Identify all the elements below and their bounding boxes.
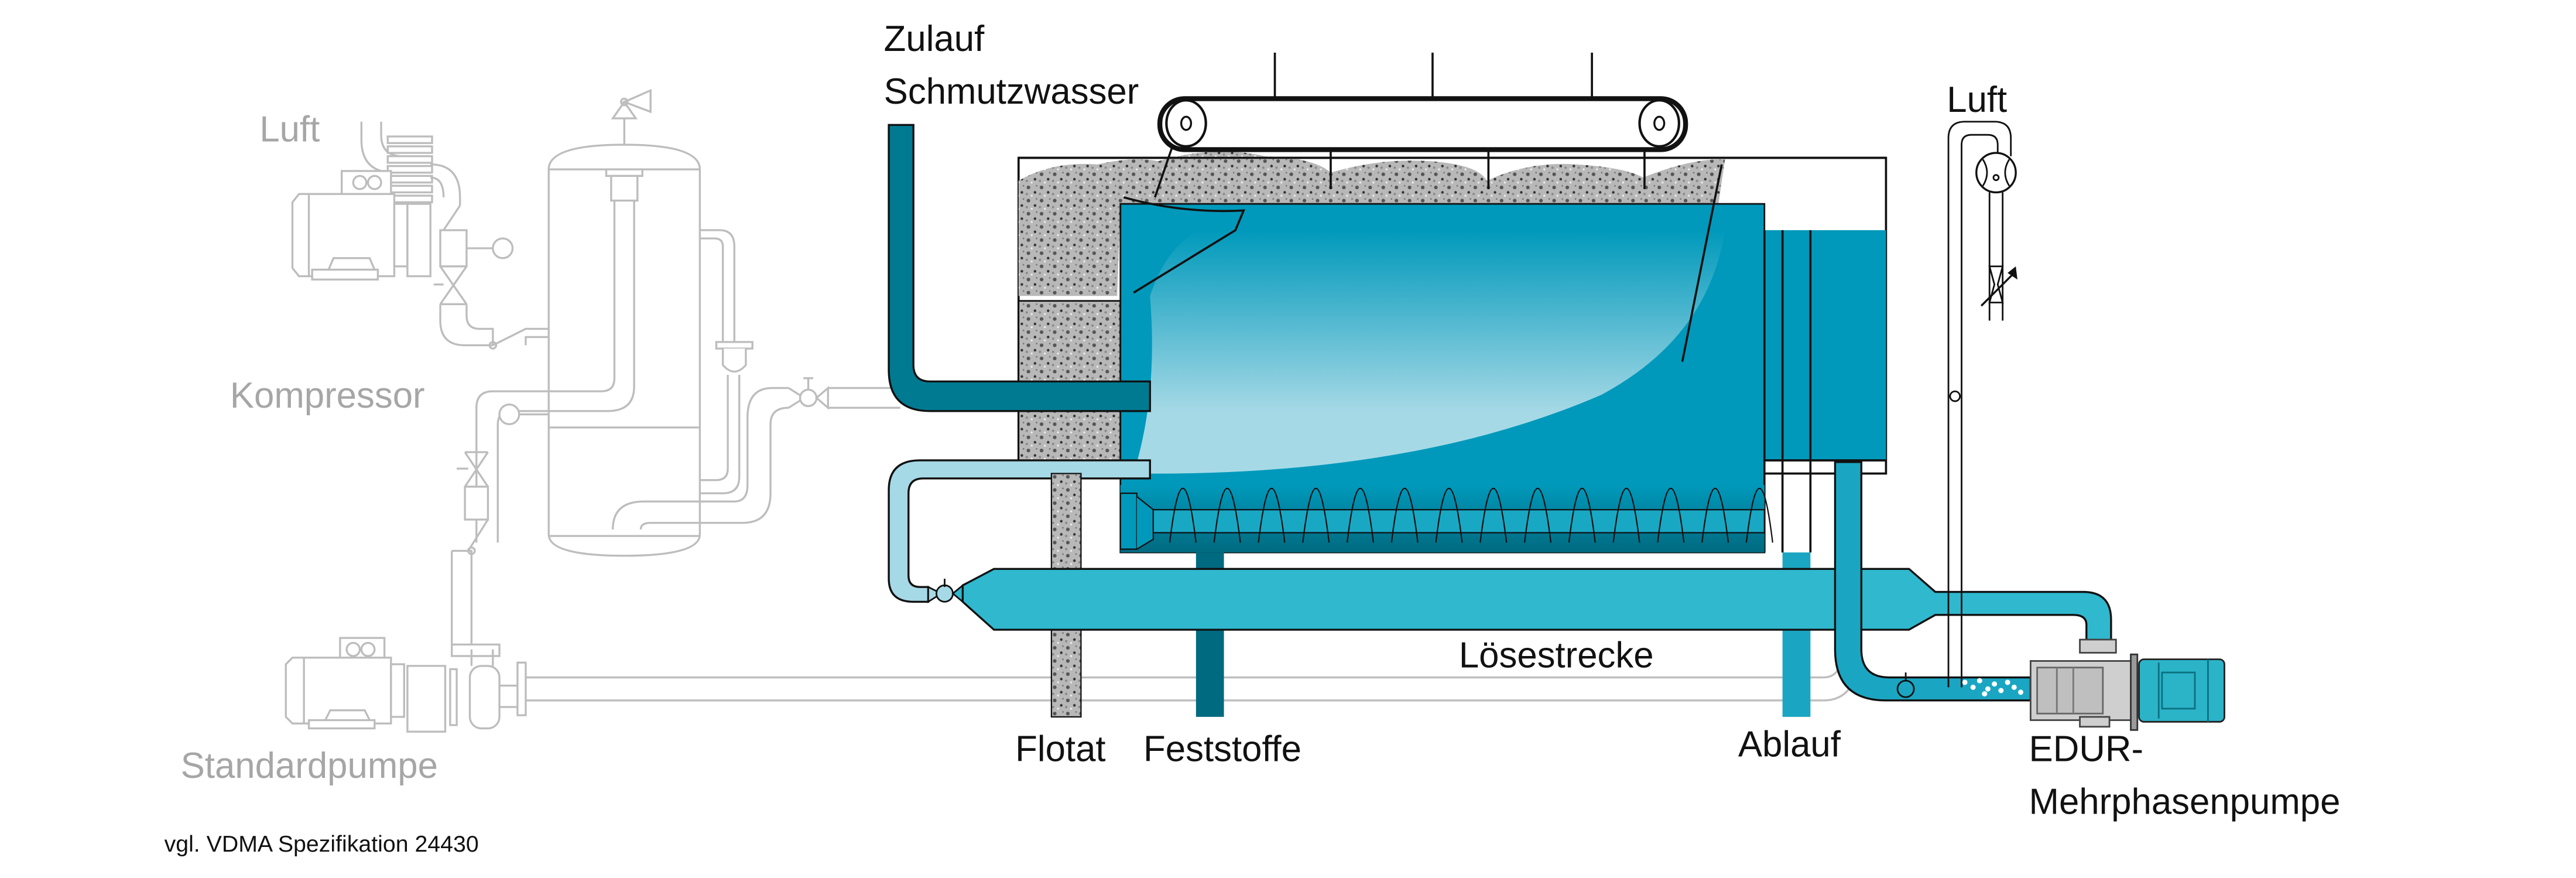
label-dissolving-line: Lösestrecke [1459, 636, 1654, 676]
label-standard-pump: Standardpumpe [181, 746, 438, 786]
screw-flight [1346, 487, 1375, 543]
air-bubble [1992, 681, 1998, 687]
standard-pump [285, 637, 1861, 733]
label-inlet-1: Zulauf [884, 19, 985, 59]
label-compressor: Kompressor [230, 375, 425, 416]
screw-flight [1479, 487, 1508, 543]
label-air-left: Luft [259, 109, 320, 149]
screw-flight [1390, 487, 1419, 543]
edur-multiphase-pump [2029, 638, 2225, 731]
air-bubble [1962, 679, 1968, 685]
recycle-pipe [888, 459, 1151, 603]
microbubble-zone [1133, 230, 1725, 474]
label-pump-2: Mehrphasenpumpe [2029, 782, 2341, 822]
screw-conveyor [1119, 485, 1773, 553]
air-flowmeter-icon [1975, 152, 2017, 194]
label-float: Flotat [1015, 729, 1105, 770]
screw-flights [1169, 487, 1773, 543]
air-bubble [1998, 688, 2004, 693]
screw-flight [1612, 487, 1640, 543]
air-bubbles [1962, 678, 2024, 697]
air-bubble [1985, 686, 1991, 692]
screw-flight [1435, 487, 1463, 543]
inlet-pipe [888, 124, 1151, 412]
air-bubble [2011, 684, 2017, 690]
air-bubble [2018, 689, 2024, 695]
flotation-tank [1017, 151, 1888, 554]
vessel-gauge-icon [498, 403, 520, 425]
label-outlet: Ablauf [1738, 724, 1841, 764]
screw-flight [1302, 487, 1330, 543]
air-bubble [1970, 684, 1976, 690]
screw-flight [1169, 487, 1197, 543]
outlet-valve-icon [1896, 672, 1915, 698]
label-inlet-2: Schmutzwasser [884, 71, 1139, 112]
recycle-valve-icon [927, 579, 964, 604]
dissolving-line [961, 568, 2112, 646]
compressor-motor [291, 170, 431, 281]
label-pump-1: EDUR- [2029, 729, 2143, 770]
belt-scraper [1153, 52, 1688, 198]
legacy-compressor-system [285, 88, 1861, 733]
screw-flight [1523, 487, 1552, 543]
air-bubble [2005, 679, 2010, 685]
compressor-fins [386, 135, 433, 203]
screw-flight [1568, 487, 1596, 543]
air-bubble [1982, 691, 1988, 697]
air-injection-line [1947, 121, 2017, 688]
air-control-valve-icon [1988, 265, 2004, 303]
sludge-layer [1018, 151, 1725, 296]
pressure-vessel [475, 88, 789, 557]
compressor-gauge-icon [492, 237, 514, 259]
screw-flight [1657, 487, 1685, 543]
air-bubble [1976, 678, 1982, 684]
screw-flight [1213, 487, 1241, 543]
screw-flight [1745, 487, 1773, 543]
label-air-right: Luft [1947, 80, 2007, 120]
reference-note: vgl. VDMA Spezifikation 24430 [165, 831, 479, 857]
screw-flight [1258, 487, 1286, 543]
screw-flight [1701, 487, 1729, 543]
label-solids: Feststoffe [1143, 729, 1301, 770]
